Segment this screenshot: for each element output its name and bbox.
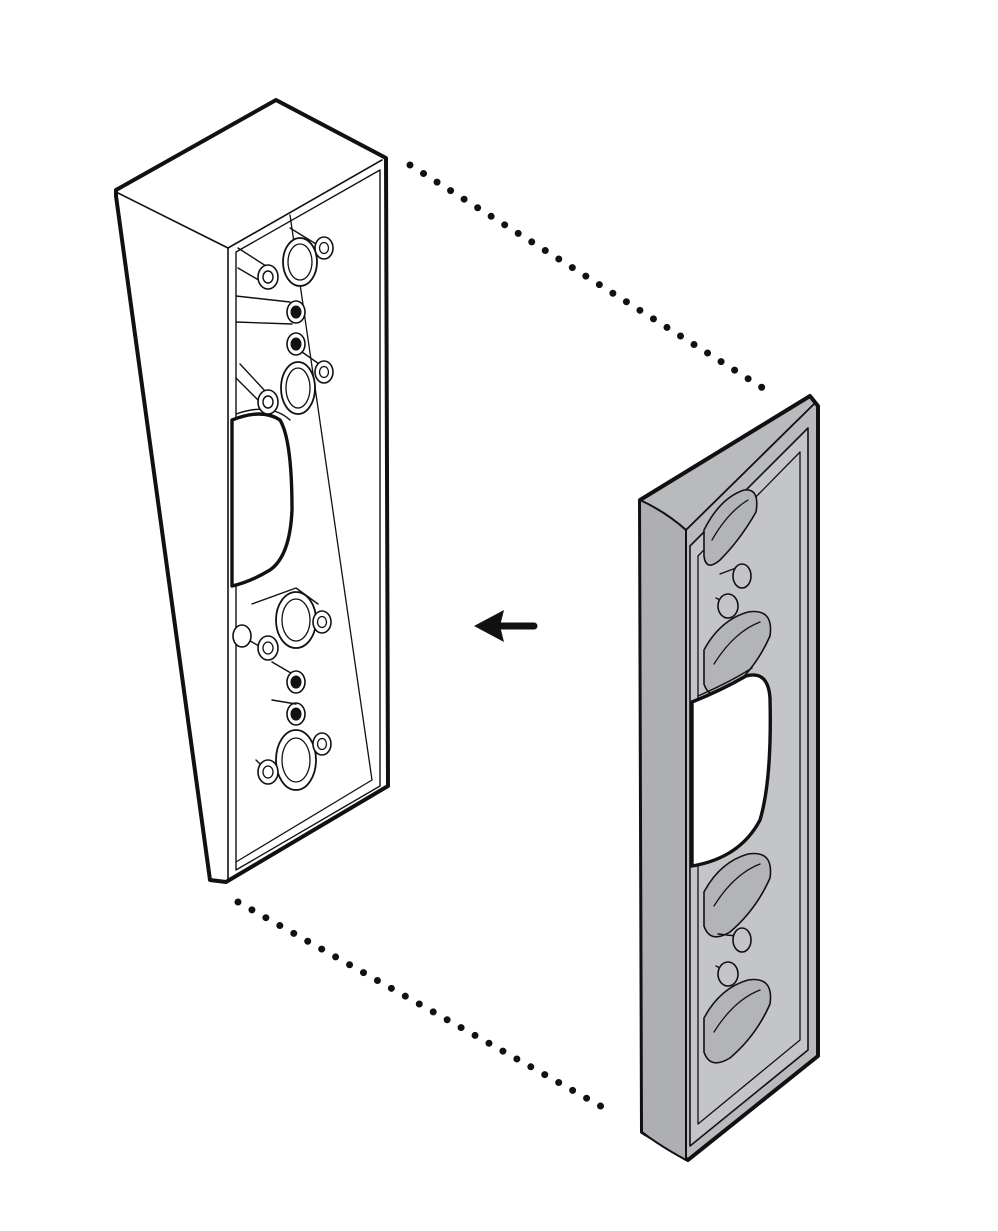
wedge-cable-cutout	[230, 412, 294, 588]
mounting-plate	[638, 394, 820, 1162]
lower-keyhole-group	[703, 852, 772, 1064]
dotted-guide-bottom	[234, 898, 608, 1112]
plate-cable-cutout	[690, 673, 772, 868]
upper-keyhole-group	[703, 489, 772, 696]
lower-boss-group	[232, 587, 332, 791]
dotted-guide-top	[406, 161, 770, 394]
angled-wedge-mount	[114, 98, 390, 884]
middle-boss-group	[235, 332, 334, 415]
left-arrow-icon	[474, 610, 538, 642]
upper-boss-group	[235, 227, 334, 325]
